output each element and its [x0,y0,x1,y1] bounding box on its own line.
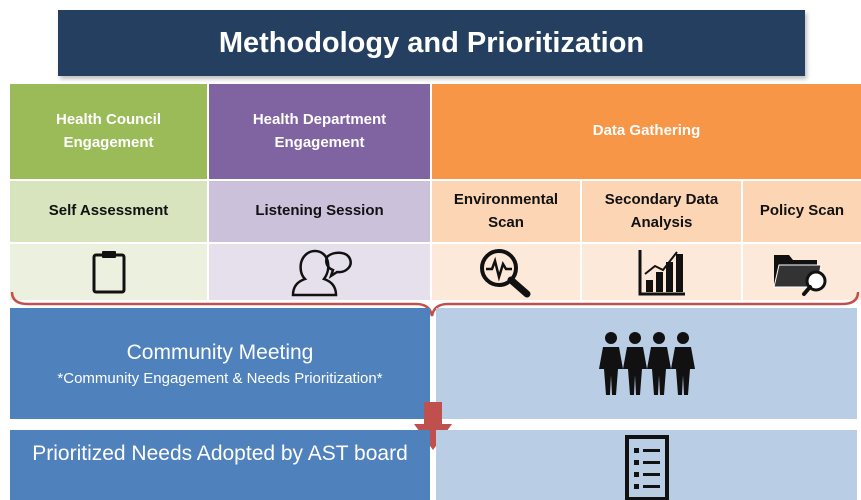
checklist-icon [624,435,669,500]
community-meeting-subtitle: *Community Engagement & Needs Prioritiza… [57,369,383,387]
community-meeting-icon-cell [436,308,857,419]
header-health-council: Health Council Engagement [10,84,207,179]
header-health-department: Health Department Engagement [209,84,430,179]
community-meeting-title: Community Meeting [126,340,314,364]
magnifier-pulse-icon [480,249,531,298]
group-people-icon [598,331,695,395]
policy-scan-icon-cell [743,244,861,300]
listening-session-icon-cell [209,244,430,300]
subheader-secondary-data-analysis: Secondary Data Analysis [582,181,741,242]
secondary-data-icon-cell [582,244,741,300]
clipboard-icon [92,251,125,294]
community-meeting-box: Community Meeting *Community Engagement … [10,308,430,419]
bar-chart-icon [638,250,685,296]
header-data-gathering: Data Gathering [432,84,861,179]
people-speech-icon [291,249,352,297]
subheader-environmental-scan: Environmental Scan [432,181,580,242]
subheader-self-assessment: Self Assessment [10,181,207,242]
self-assessment-icon-cell [10,244,207,300]
page-title: Methodology and Prioritization [58,10,805,76]
folder-search-icon [773,255,827,296]
grouping-brace [10,291,860,317]
subheader-policy-scan: Policy Scan [743,181,861,242]
prioritized-needs-icon-cell [436,430,857,500]
subheader-listening-session: Listening Session [209,181,430,242]
prioritized-needs-box: Prioritized Needs Adopted by AST board [10,430,430,500]
environmental-scan-icon-cell [432,244,580,300]
